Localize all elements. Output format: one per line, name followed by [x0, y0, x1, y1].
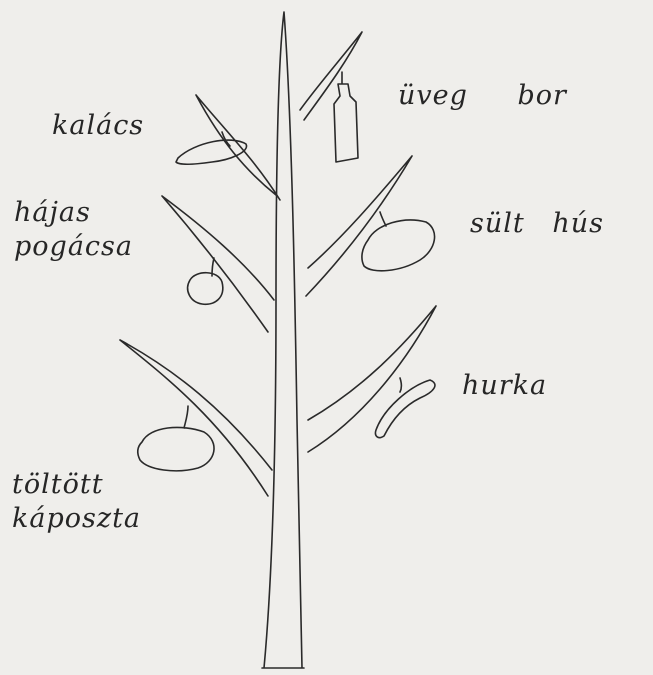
- toltott-kaposzta-drawing: [138, 406, 214, 471]
- branch-lower-right: [308, 306, 436, 452]
- branch-upper-left: [196, 95, 280, 200]
- branch-lower-left: [120, 340, 272, 496]
- sult-hus-drawing: [362, 212, 435, 271]
- hurka-drawing: [375, 378, 434, 438]
- bottle-drawing: [334, 72, 358, 162]
- label-sult-hus: sült hús: [470, 210, 604, 237]
- label-uveg-bor: üveg bor: [398, 82, 567, 109]
- label-hurka: hurka: [462, 372, 547, 399]
- label-hajas-pogacsa: hájas pogácsa: [14, 196, 133, 264]
- branch-middle-left: [162, 196, 274, 332]
- label-toltott-kaposzta: töltött káposzta: [12, 468, 141, 536]
- label-kalacs: kalács: [52, 112, 144, 139]
- tree-trunk: [262, 12, 304, 668]
- kalacs-drawing: [176, 132, 247, 164]
- branch-upper-right: [300, 32, 362, 120]
- branch-middle-right: [306, 156, 412, 296]
